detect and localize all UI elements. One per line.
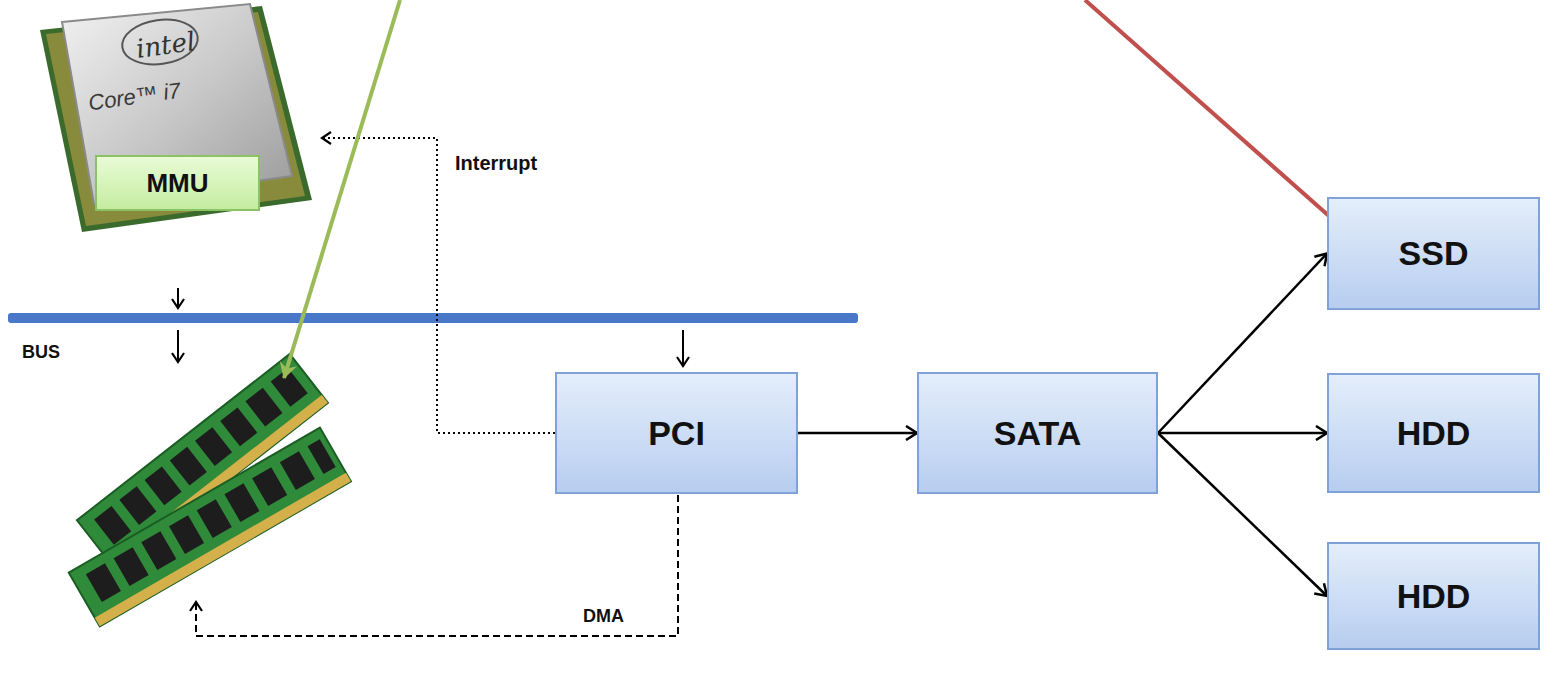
connector-arrow xyxy=(1158,433,1327,596)
bus-arrow xyxy=(177,288,179,308)
box-label: PCI xyxy=(638,410,715,457)
connector-arrow xyxy=(798,432,917,435)
signal-label: Interrupt xyxy=(455,152,537,175)
device-box: SATA xyxy=(917,372,1158,494)
device-box: PCI xyxy=(555,372,798,494)
device-box: HDD xyxy=(1327,542,1540,650)
signal-label: BUS xyxy=(22,342,60,363)
mmu-box: MMU xyxy=(95,155,260,211)
connector-arrow xyxy=(1158,254,1327,434)
cpu-illustration xyxy=(40,4,312,232)
dma-line xyxy=(196,495,678,636)
box-label: HDD xyxy=(1387,410,1481,457)
device-box: SSD xyxy=(1327,197,1540,310)
bus-arrow xyxy=(177,330,179,362)
box-label: SATA xyxy=(984,410,1092,457)
signal-label: DMA xyxy=(583,606,624,627)
box-label: MMU xyxy=(136,164,218,203)
connector-arrow xyxy=(1158,432,1327,435)
system-bus xyxy=(8,313,858,323)
interrupt-line xyxy=(322,138,555,433)
box-label: SSD xyxy=(1389,230,1479,277)
leader-line xyxy=(284,0,400,378)
box-label: HDD xyxy=(1387,573,1481,620)
device-box: HDD xyxy=(1327,373,1540,493)
ram-illustration xyxy=(69,354,351,626)
bus-arrow xyxy=(682,330,684,366)
